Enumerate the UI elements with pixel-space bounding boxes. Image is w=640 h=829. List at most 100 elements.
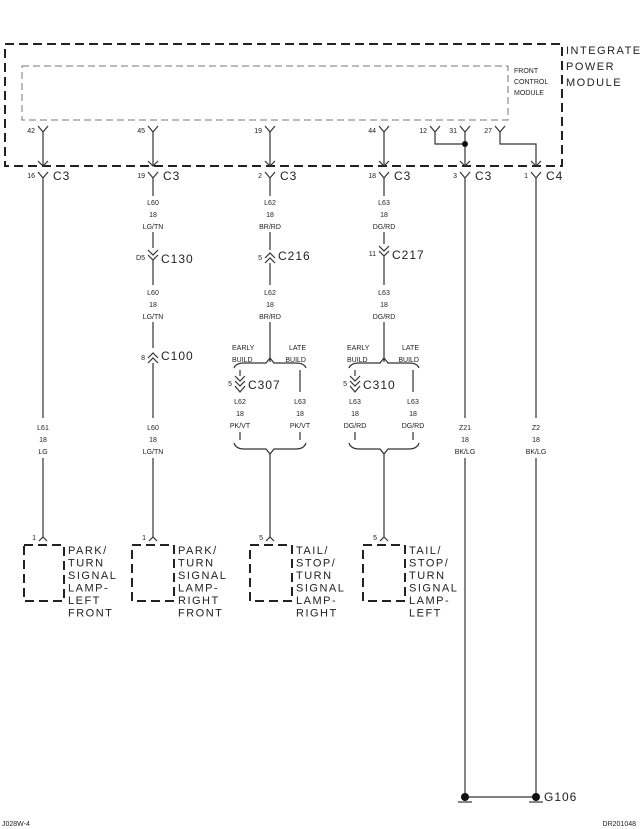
- lamp-connector-icon: [38, 536, 48, 542]
- wire-l60-label: LG/TN: [143, 449, 164, 456]
- lamp-label: LAMP-: [68, 583, 109, 595]
- wire-l60-label: L60: [147, 425, 159, 432]
- early-build-label: EARLY: [232, 345, 255, 352]
- inline-connector-pin: 5: [228, 381, 232, 388]
- lamp-label: TAIL/: [409, 545, 442, 557]
- wire-z21-label: Z21: [459, 425, 471, 432]
- wire-l62-label: L62: [234, 399, 246, 406]
- inline-connector-name: C100: [161, 349, 194, 363]
- lamp-label: TAIL/: [296, 545, 329, 557]
- wire-l62-label: 18: [236, 411, 244, 418]
- early-build-label: BUILD: [347, 357, 368, 364]
- wire-l62-label: BR/RD: [259, 314, 281, 321]
- module-pin-number: 44: [368, 128, 376, 135]
- lamp-label: LAMP-: [296, 595, 337, 607]
- late-build-label: BUILD: [285, 357, 306, 364]
- wire-l63-label: DG/RD: [373, 314, 396, 321]
- wire-l63-label: L63: [407, 399, 419, 406]
- wire-l60-label: LG/TN: [143, 314, 164, 321]
- connector-fork-icon: [147, 171, 159, 179]
- connector-fork-icon: [530, 171, 542, 179]
- module-pin-number: 19: [254, 128, 262, 135]
- late-build-label: BUILD: [398, 357, 419, 364]
- brace: [348, 357, 420, 369]
- lamp-label: STOP/: [409, 558, 449, 570]
- inline-connector-name: C307: [248, 378, 281, 392]
- connector-fork-icon: [264, 171, 276, 179]
- lamp-label: TURN: [178, 558, 215, 570]
- lamp-label: SIGNAL: [296, 583, 345, 595]
- module-subtitle: FRONT: [514, 68, 539, 75]
- arrow-down-icon: [459, 160, 471, 167]
- brace: [233, 357, 307, 369]
- connector-fork-icon: [234, 385, 246, 393]
- inline-connector-name: C130: [161, 252, 194, 266]
- lamp-box: [362, 544, 406, 602]
- lamp-label: TURN: [296, 570, 333, 582]
- inline-connector-icon: [349, 375, 361, 387]
- arrow-down-icon: [264, 160, 276, 167]
- lamp-label: PARK/: [68, 545, 108, 557]
- lamp-label: STOP/: [296, 558, 336, 570]
- wire-l63-label: L63: [378, 200, 390, 207]
- inline-connector-pin: 5: [258, 255, 262, 262]
- splice-dot: [462, 141, 468, 147]
- connector-name: C3: [394, 169, 411, 183]
- inline-connector-pin: 5: [343, 381, 347, 388]
- connector-name: C4: [546, 169, 563, 183]
- lamp-label: SIGNAL: [68, 570, 117, 582]
- wire-l63-label: PK/VT: [290, 423, 311, 430]
- lamp-label: LAMP-: [409, 595, 450, 607]
- wire-z2-label: Z2: [532, 425, 540, 432]
- wire-l60-label: 18: [149, 437, 157, 444]
- wire-l63-label: 18: [296, 411, 304, 418]
- lamp-label: FRONT: [68, 608, 113, 620]
- brace: [348, 442, 420, 455]
- lamp-label: SIGNAL: [409, 583, 458, 595]
- late-build-label: LATE: [402, 345, 419, 352]
- connector-pin: 16: [27, 173, 35, 180]
- lamp-connector-icon: [379, 536, 389, 542]
- wire-z2-label: 18: [532, 437, 540, 444]
- arrow-down-icon: [378, 160, 390, 167]
- wire-z21-label: BK/LG: [455, 449, 476, 456]
- connector-name: C3: [53, 169, 70, 183]
- inline-connector-icon: [378, 245, 390, 257]
- wire-l63-label: L63: [349, 399, 361, 406]
- inline-connector-icon: [234, 375, 246, 387]
- wire-l60-label: L60: [147, 200, 159, 207]
- connector-pin: 18: [368, 173, 376, 180]
- ground-dot: [532, 793, 540, 801]
- connector-fork-icon: [459, 125, 471, 133]
- inline-connector-name: C216: [278, 249, 311, 263]
- wire-l63-label: DG/RD: [344, 423, 367, 430]
- early-build-label: EARLY: [347, 345, 370, 352]
- lamp-label: RIGHT: [178, 595, 220, 607]
- inline-connector-icon: [147, 249, 159, 261]
- early-build-label: BUILD: [232, 357, 253, 364]
- lamp-label: LAMP-: [178, 583, 219, 595]
- wire-l63-label: 18: [380, 302, 388, 309]
- lamp-label: SIGNAL: [178, 570, 227, 582]
- wire-l63-label: DG/RD: [402, 423, 425, 430]
- lamp-pin: 1: [142, 535, 146, 542]
- lamp-label: LEFT: [68, 595, 101, 607]
- lamp-label: RIGHT: [296, 608, 338, 620]
- ground-label: G106: [544, 790, 577, 804]
- wire: [499, 132, 537, 166]
- connector-fork-icon: [264, 125, 276, 133]
- lamp-connector-icon: [265, 536, 275, 542]
- wire-l63-label: L63: [294, 399, 306, 406]
- inline-connector-name: C217: [392, 248, 425, 262]
- module-pin-number: 42: [27, 128, 35, 135]
- wire-l60-label: L60: [147, 290, 159, 297]
- wire-l63-label: 18: [380, 212, 388, 219]
- arrow-down-icon: [37, 160, 49, 167]
- lamp-label: TURN: [409, 570, 446, 582]
- connector-pin: 19: [137, 173, 145, 180]
- connector-fork-icon: [37, 125, 49, 133]
- inline-connector-pin: 8: [141, 355, 145, 362]
- wire-z2-label: BK/LG: [526, 449, 547, 456]
- module-pin-number: 31: [449, 128, 457, 135]
- wire-l63-label: 18: [409, 411, 417, 418]
